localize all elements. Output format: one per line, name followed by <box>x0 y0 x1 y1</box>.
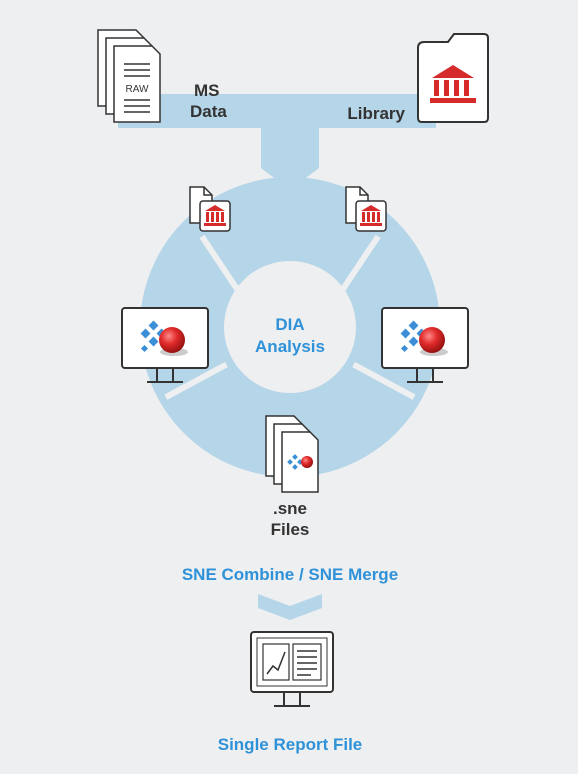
dia-analysis-line2: Analysis <box>255 337 325 356</box>
sne-files-line1: .sne <box>273 499 307 518</box>
ms-data-label-line2: Data <box>190 102 227 121</box>
raw-file-stack-icon: RAW <box>97 29 161 123</box>
input-band <box>118 94 436 190</box>
library-folder-icon <box>417 33 489 123</box>
library-label: Library <box>347 104 405 123</box>
output-label: Single Report File <box>218 735 363 754</box>
ms-data-label-line1: MS <box>194 81 220 100</box>
raw-label: RAW <box>126 84 150 95</box>
sne-files-line2: Files <box>271 520 310 539</box>
sne-file-stack-icon <box>265 415 319 493</box>
combine-arrow <box>258 594 322 620</box>
combine-label: SNE Combine / SNE Merge <box>182 565 398 584</box>
dia-analysis-line1: DIA <box>275 315 304 334</box>
report-monitor-icon <box>250 631 334 707</box>
